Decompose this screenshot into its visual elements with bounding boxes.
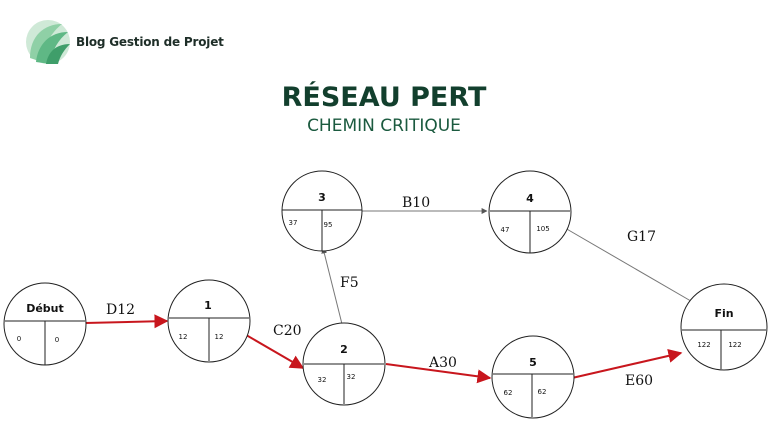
- node-late: 0: [55, 336, 59, 344]
- edge-label-g17: G17: [627, 229, 656, 245]
- page-title: RÉSEAU PERT: [281, 82, 487, 113]
- node-late: 32: [347, 373, 356, 381]
- node-late: 122: [728, 341, 741, 349]
- edge-c20: C20: [240, 323, 305, 369]
- node-debut: Début 0 0: [3, 282, 87, 366]
- edge-d12: D12: [84, 302, 169, 329]
- logo-text: Blog Gestion de Projet: [76, 35, 224, 49]
- edge-label-b10: B10: [402, 195, 430, 211]
- edge-label-c20: C20: [273, 323, 302, 339]
- node-name: 4: [526, 192, 534, 205]
- edge-a30: A30: [385, 355, 492, 384]
- node-name: 5: [529, 356, 537, 369]
- node-early: 122: [697, 341, 710, 349]
- node-late: 95: [324, 221, 333, 229]
- node-1: 1 12 12: [167, 279, 251, 363]
- node-early: 0: [17, 335, 21, 343]
- node-name: 2: [340, 343, 348, 356]
- edge-label-e60: E60: [625, 373, 653, 389]
- edge-label-a30: A30: [428, 355, 457, 371]
- edge-label-f5: F5: [340, 275, 359, 291]
- node-5: 5 62 62: [491, 335, 575, 419]
- edge-e60: E60: [571, 348, 683, 389]
- node-early: 47: [501, 226, 510, 234]
- edge-b10: B10: [360, 195, 488, 214]
- node-early: 37: [289, 219, 298, 227]
- leaf-logo-icon: [26, 20, 70, 64]
- node-name: 3: [318, 191, 326, 204]
- node-name: Début: [26, 302, 64, 315]
- page-subtitle: CHEMIN CRITIQUE: [307, 116, 461, 136]
- node-late: 105: [536, 225, 549, 233]
- node-early: 12: [179, 333, 188, 341]
- node-early: 62: [504, 389, 513, 397]
- node-early: 32: [318, 376, 327, 384]
- edge-g17: G17: [564, 227, 697, 305]
- node-fin: Fin 122 122: [680, 283, 768, 371]
- node-name: Fin: [714, 307, 733, 320]
- blog-logo[interactable]: Blog Gestion de Projet: [22, 18, 224, 66]
- node-late: 12: [215, 333, 224, 341]
- node-late: 62: [538, 388, 547, 396]
- node-3: 3 37 95: [281, 170, 363, 252]
- edge-f5: F5: [321, 247, 359, 325]
- node-name: 1: [204, 299, 212, 312]
- node-2: 2 32 32: [302, 322, 386, 406]
- node-4: 4 47 105: [488, 170, 572, 254]
- edge-label-d12: D12: [106, 302, 135, 318]
